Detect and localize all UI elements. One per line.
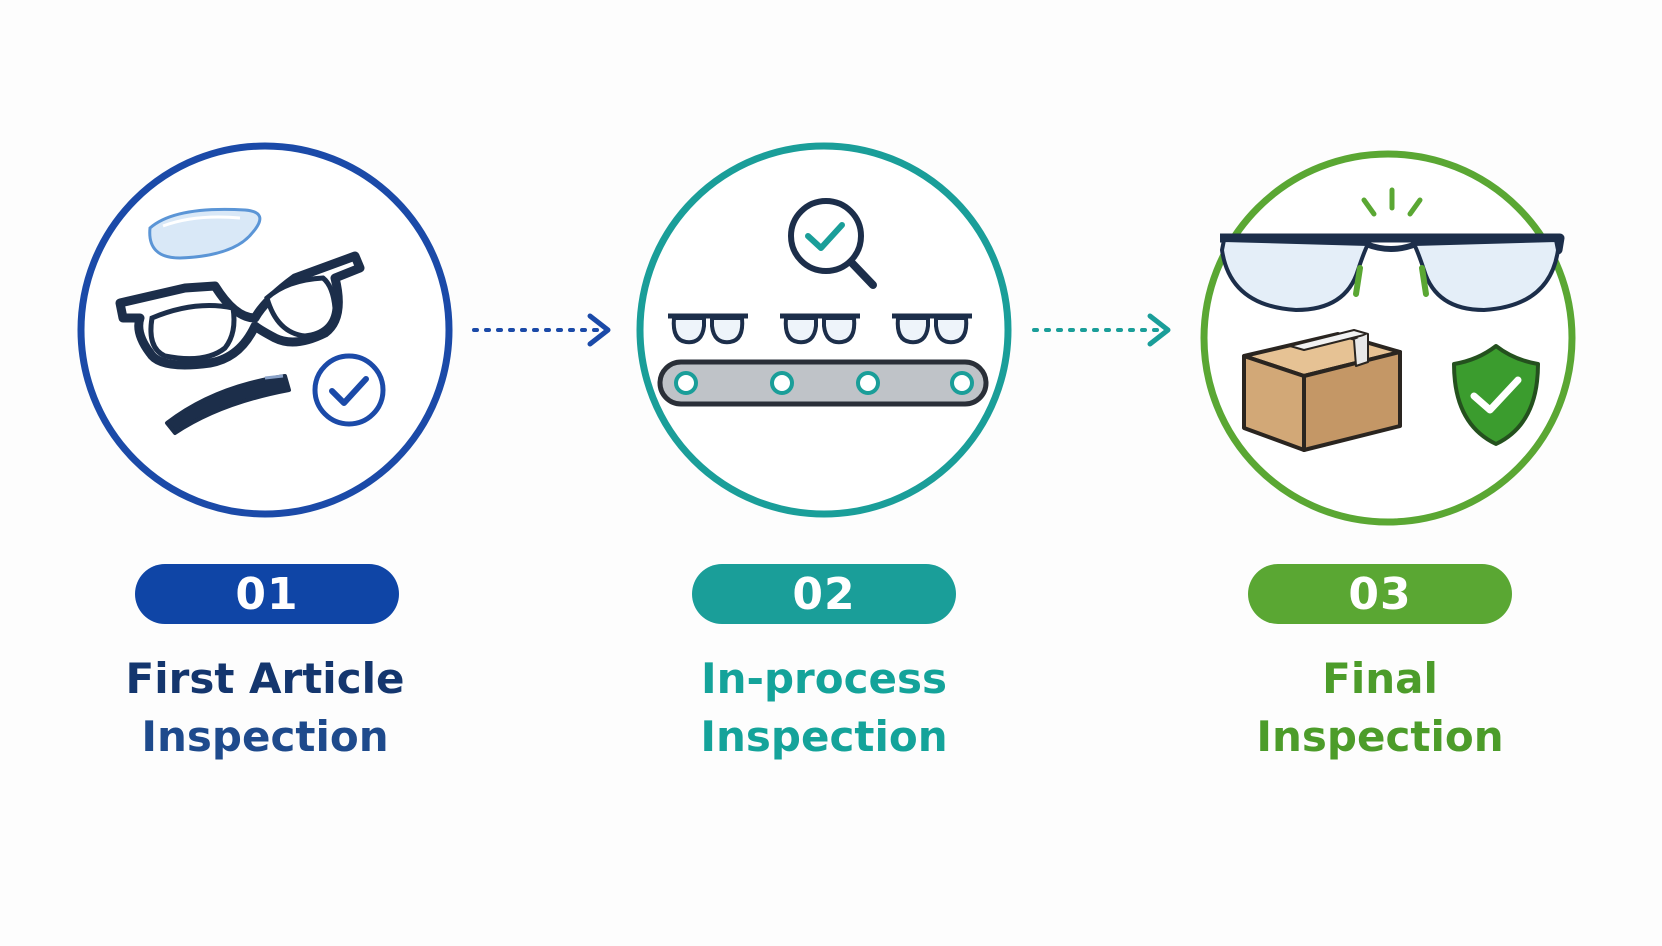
step-2-title-line-2: Inspection	[700, 712, 948, 761]
step-1-number-badge: 01	[135, 564, 399, 624]
arrow-head-icon	[1147, 313, 1171, 347]
glasses-frame-icon	[115, 251, 365, 370]
step-2-title: In-process Inspection	[614, 650, 1034, 766]
step-3-title-line-2: Inspection	[1256, 712, 1504, 761]
glasses-icon	[668, 313, 972, 345]
package-box-icon	[1242, 329, 1402, 452]
connector-arrow-2	[1030, 310, 1180, 350]
sparkle-icon	[1361, 187, 1423, 217]
arrow-head-icon	[587, 313, 611, 347]
step-2-title-line-1: In-process	[701, 654, 947, 703]
step-3-circle	[1178, 128, 1598, 548]
shield-check-icon	[1452, 344, 1540, 446]
step-2: 02 In-process Inspection	[614, 0, 1034, 946]
connector-arrow-1	[470, 310, 620, 350]
step-1-title-line-1: First Article	[125, 654, 405, 703]
magnifier-check-icon	[788, 198, 877, 289]
step-3-title-line-1: Final	[1322, 654, 1438, 703]
step-2-number-badge: 02	[692, 564, 956, 624]
step-3-number-badge: 03	[1248, 564, 1512, 624]
glasses-icon	[1219, 233, 1565, 313]
step-1-title-line-2: Inspection	[141, 712, 389, 761]
temple-arm-icon	[165, 374, 291, 435]
conveyor-belt-icon	[657, 359, 989, 407]
step-2-circle	[614, 128, 1034, 548]
step-1-title: First Article Inspection	[55, 650, 475, 766]
check-circle-icon	[312, 353, 386, 427]
step-1-circle	[55, 128, 475, 548]
step-1: 01 First Article Inspection	[55, 0, 475, 946]
step-3-title: Final Inspection	[1170, 650, 1590, 766]
lens-icon	[148, 207, 262, 260]
step-3: 03 Final Inspection	[1178, 0, 1598, 946]
